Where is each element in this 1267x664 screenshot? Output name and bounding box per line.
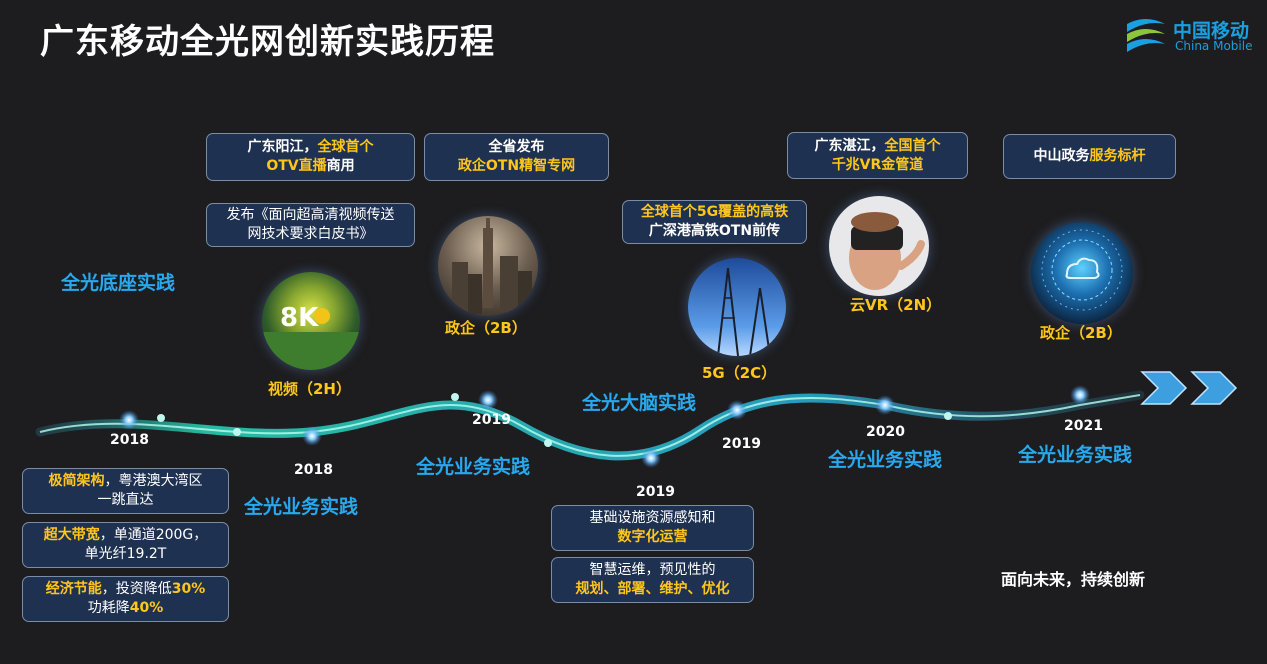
box-highlight: 政企OTN精智专网 [457,158,576,174]
brain-box: 基础设施资源感知和 数字化运营 [551,505,754,551]
page-title: 广东移动全光网创新实践历程 [40,22,495,62]
box-highlight: 超大带宽 [43,527,100,543]
segment-tag: 政企（2B） [1040,324,1122,342]
skyline-icon [452,218,532,314]
vr-person-icon [849,212,925,290]
footer-slogan: 面向未来，持续创新 [1001,570,1146,589]
box-text: 广东湛江， [814,137,885,154]
box-text: ，单通道200G， [99,527,208,543]
box-highlight: 40% [129,600,164,616]
svg-text:8K: 8K [280,303,319,333]
box-text: ，投资降低 [101,581,172,597]
box-highlight: 数字化运营 [617,529,688,545]
milestone-box-yangjiang: 广东阳江，全球首个 OTV直播商用 [206,133,415,181]
milestone-box-zhongshan: 中山政务服务标杆 [1003,134,1176,179]
box-highlight: 全球首个5G覆盖的高铁 [640,204,789,220]
benefit-box: 超大带宽，单通道200G， 单光纤19.2T [22,522,229,568]
china-mobile-logo-icon [1127,19,1165,52]
box-text: 全省发布 [488,139,545,155]
practice-label: 全光业务实践 [244,496,359,518]
year-label: 2018 [110,432,149,448]
milestone-box-whitepaper: 发布《面向超高清视频传送 网技术要求白皮书》 [206,203,415,247]
cloud-network-image [1031,222,1133,324]
box-highlight: 经济节能 [45,581,102,597]
box-highlight: 极简架构 [48,473,105,489]
segment-tag: 5G（2C） [702,364,777,382]
box-highlight: 服务标杆 [1089,148,1146,164]
box-text: 基础设施资源感知和 [589,510,716,526]
box-highlight: 千兆VR金管道 [831,156,924,173]
logo-text-en: China Mobile [1175,39,1253,53]
vr-headset-image [829,196,929,296]
year-label: 2018 [294,462,333,478]
box-text: 广东阳江， [247,139,318,155]
benefit-box: 极简架构，粤港澳大湾区 一跳直达 [22,468,229,514]
year-label: 2019 [636,484,675,500]
box-text: 发布《面向超高清视频传送 [226,207,395,223]
year-label: 2020 [866,424,905,440]
practice-label: 全光底座实践 [61,272,176,294]
cloud-icon [1041,229,1123,311]
stadium-8k-icon: 8K [262,303,360,370]
box-highlight: 30% [171,581,206,597]
box-text: 功耗降 [87,600,130,616]
year-label: 2019 [472,412,511,428]
practice-label: 全光大脑实践 [582,392,697,414]
box-highlight: 全国首个 [884,137,941,154]
city-skyline-image [438,216,538,316]
box-text: 网技术要求白皮书》 [247,226,374,242]
practice-label: 全光业务实践 [828,449,943,471]
practice-label: 全光业务实践 [416,456,531,478]
brain-box: 智慧运维，预见性的 规划、部署、维护、优化 [551,557,754,603]
year-label: 2021 [1064,418,1103,434]
box-text: 商用 [326,158,355,174]
5g-tower-image [688,258,786,356]
tower-icon [717,267,771,356]
box-highlight: 全球首个 [317,139,374,155]
box-highlight: 规划、部署、维护、优化 [575,581,730,597]
benefit-box: 经济节能，投资降低30% 功耗降40% [22,576,229,622]
segment-tag: 政企（2B） [445,319,527,337]
box-text: ，粤港澳大湾区 [104,473,203,489]
box-text: 中山政务 [1033,148,1090,164]
8k-stadium-image: 8K [262,272,360,370]
milestone-box-zhanjiang: 广东湛江，全国首个 千兆VR金管道 [787,132,968,179]
practice-label: 全光业务实践 [1018,444,1133,466]
milestone-box-rail: 全球首个5G覆盖的高铁 广深港高铁OTN前传 [622,200,807,244]
box-text: 一跳直达 [97,492,154,508]
forward-arrows-icon [1140,371,1238,405]
china-mobile-logo: 中国移动 China Mobile [1123,14,1263,58]
year-label: 2019 [722,436,761,452]
box-highlight: OTV直播 [266,158,327,174]
box-text: 智慧运维，预见性的 [589,562,716,578]
milestone-box-province: 全省发布 政企OTN精智专网 [424,133,609,181]
box-text: 广深港高铁OTN前传 [648,223,781,239]
segment-tag: 云VR（2N） [850,296,942,314]
box-text: 单光纤19.2T [84,546,167,562]
logo-text-cn: 中国移动 [1173,20,1250,42]
segment-tag: 视频（2H） [268,380,351,398]
